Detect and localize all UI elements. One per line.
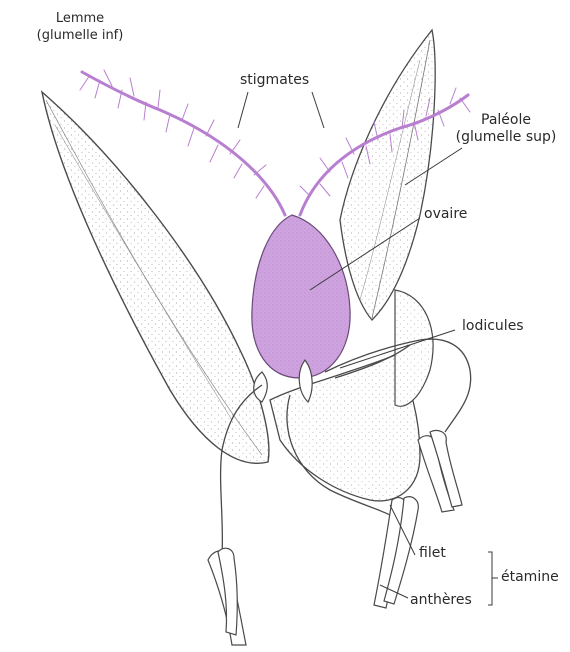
label-filet: filet	[419, 545, 446, 562]
label-antheres: anthères	[410, 592, 472, 609]
ovary	[252, 215, 350, 378]
label-paleole-line2: (glumelle sup)	[448, 129, 564, 146]
label-paleole-line1: Paléole	[448, 112, 564, 129]
label-etamine: étamine	[501, 569, 559, 586]
label-stigmates: stigmates	[240, 72, 309, 89]
label-lemme-line1: Lemme	[30, 10, 130, 27]
label-lodicules: lodicules	[462, 318, 524, 335]
label-paleole: Paléole (glumelle sup)	[448, 112, 564, 146]
label-ovaire: ovaire	[424, 206, 467, 223]
label-lemme: Lemme (glumelle inf)	[30, 10, 130, 44]
label-lemme-line2: (glumelle inf)	[30, 27, 130, 44]
